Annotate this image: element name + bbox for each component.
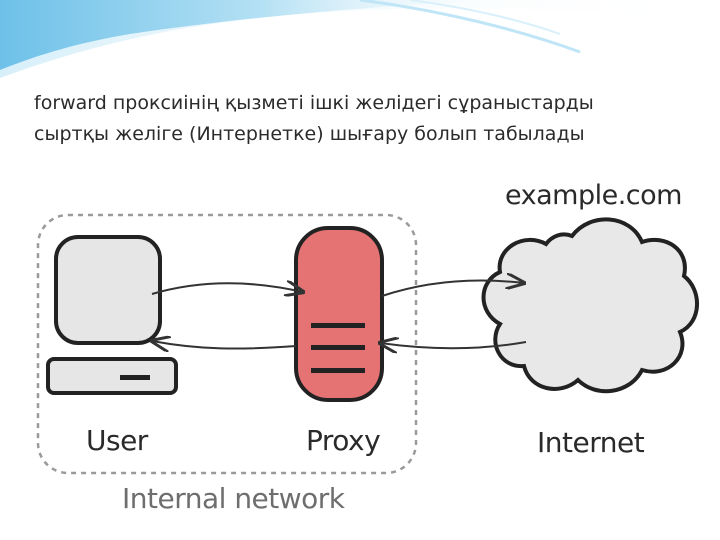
proxy-label: Proxy xyxy=(306,424,381,457)
user-label: User xyxy=(86,424,148,457)
website-label: example.com xyxy=(505,180,682,211)
caption-line-1: forward проксиінің қызметі ішкі желідегі… xyxy=(34,92,594,114)
header-wave-decoration xyxy=(0,0,720,78)
response-arrow-internet-to-proxy xyxy=(380,342,527,348)
request-arrow-user-to-proxy xyxy=(151,283,303,294)
proxy-server-icon xyxy=(294,226,384,402)
internet-cloud-icon xyxy=(481,217,699,394)
internal-network-label: Internal network xyxy=(122,482,345,515)
internal-network-boundary xyxy=(36,213,418,475)
slide-caption: forward проксиінің қызметі ішкі желідегі… xyxy=(34,88,694,150)
internet-label: Internet xyxy=(537,426,645,459)
response-arrow-proxy-to-user xyxy=(152,341,297,349)
request-arrow-proxy-to-internet xyxy=(381,281,524,297)
user-computer-icon xyxy=(46,235,178,395)
caption-line-2: сыртқы желіге (Интернетке) шығару болып … xyxy=(34,123,585,145)
forward-proxy-diagram xyxy=(36,213,699,475)
